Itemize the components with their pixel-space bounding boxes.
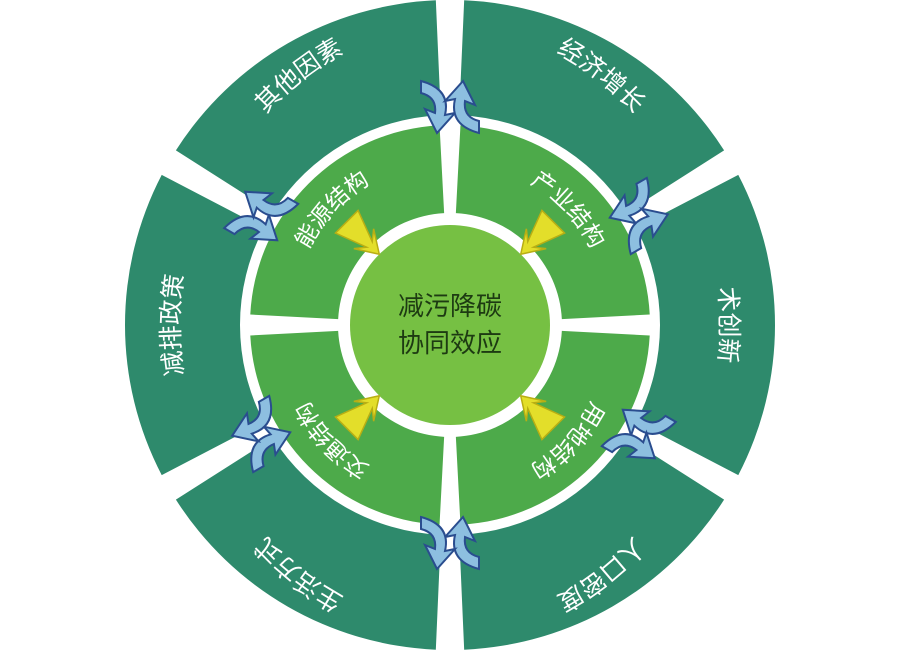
curved-arrow-icon	[627, 207, 670, 256]
curved-arrow-icon	[442, 515, 480, 571]
outer-sector-lifestyle	[175, 437, 441, 650]
watermark-logo-icon	[13, 625, 31, 643]
exchange-arrow-pair	[230, 394, 292, 474]
exchange-arrows	[222, 79, 678, 571]
center-core	[350, 225, 550, 425]
curved-arrow-icon	[608, 176, 650, 225]
outer-sector-tech	[636, 174, 775, 476]
inward-arrow-icon	[519, 394, 566, 441]
curved-arrow-icon	[222, 211, 279, 242]
curved-arrow-icon	[442, 79, 480, 135]
inward-arrow-icon	[334, 209, 381, 256]
curved-arrow-icon	[420, 79, 458, 135]
exchange-arrow-pair	[222, 190, 300, 242]
watermark: 大数跨境	[13, 625, 98, 644]
center-line-1: 减污降碳	[398, 292, 502, 322]
outer-sector-policy	[124, 174, 264, 476]
exchange-arrow-pair	[420, 79, 480, 135]
outer-sector-other	[175, 0, 441, 213]
inward-arrows	[334, 209, 566, 441]
center-line-2: 协同效应	[398, 329, 502, 359]
curved-arrow-icon	[621, 408, 678, 439]
curved-arrow-icon	[250, 425, 292, 474]
inward-arrow-icon	[519, 209, 566, 256]
outer-sector-economy	[459, 0, 725, 213]
curved-arrow-icon	[230, 394, 273, 443]
outer-ring	[124, 0, 775, 650]
exchange-arrow-pair	[608, 176, 670, 256]
curved-arrow-icon	[420, 515, 458, 571]
inward-arrow-icon	[334, 394, 381, 441]
curved-arrow-icon	[600, 429, 657, 460]
outer-sector-population	[459, 437, 725, 650]
watermark-text: 大数跨境	[38, 626, 98, 644]
exchange-arrow-pair	[420, 515, 480, 571]
curved-arrow-icon	[243, 190, 300, 221]
exchange-arrow-pair	[600, 408, 678, 460]
